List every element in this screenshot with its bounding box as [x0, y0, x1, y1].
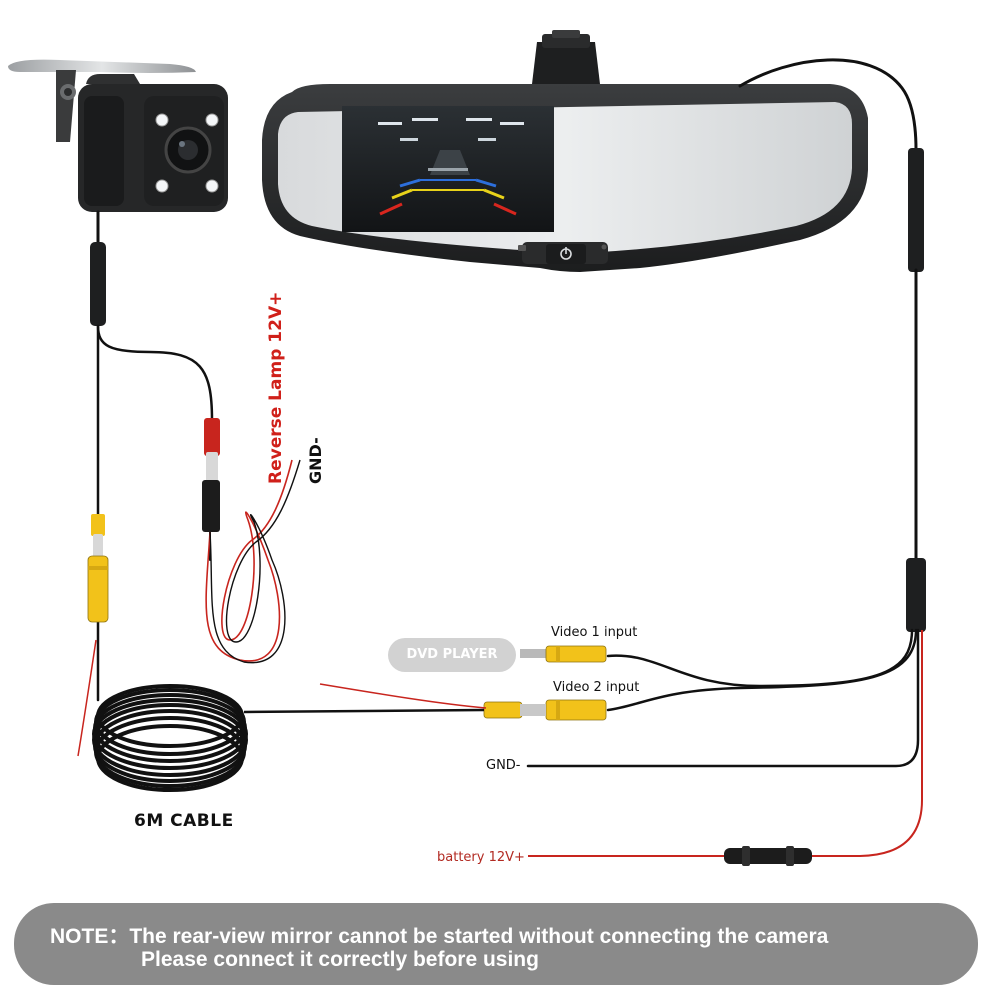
note-line-2: Please connect it correctly before using: [141, 948, 539, 971]
video1-input-label: Video 1 input: [551, 625, 638, 640]
screen-tunnel-view: [378, 118, 524, 216]
mirror-harness: [526, 58, 926, 768]
rear-view-mirror: [262, 30, 868, 272]
camera-led: [205, 179, 219, 193]
camera-video-rca-pair: [87, 514, 109, 623]
mirror-stem: [532, 42, 600, 84]
camera-bracket: [8, 59, 196, 73]
camera-led: [155, 113, 169, 127]
cable-length-label: 6M CABLE: [134, 811, 234, 831]
camera-red-lead: [319, 683, 487, 709]
reverse-lamp-label: Reverse Lamp 12V+: [266, 291, 286, 484]
video2-input-label: Video 2 input: [553, 680, 640, 695]
note-line-1: NOTE：The rear-view mirror cannot be star…: [50, 925, 829, 948]
video2-rca-plug: [545, 699, 607, 721]
note-banner: [14, 903, 978, 985]
dvd-player-badge: DVD PLAYER: [388, 638, 516, 672]
coiled-cable: [92, 684, 248, 792]
camera-red-trigger: [77, 639, 97, 757]
camera-cable: [90, 210, 214, 702]
power-rca-connector: [202, 418, 220, 532]
battery-wire: [528, 630, 923, 857]
video1-rca-plug: [520, 645, 607, 663]
camera-led: [155, 179, 169, 193]
camera-video-rca: [483, 701, 546, 719]
camera-gnd-label: GND-: [306, 437, 325, 484]
power-icon[interactable]: [560, 247, 572, 260]
gnd-label: GND-: [486, 758, 521, 773]
battery-label: battery 12V+: [437, 850, 525, 865]
fuse-holder: [724, 848, 812, 864]
rear-camera: [8, 59, 228, 212]
camera-led: [205, 113, 219, 127]
